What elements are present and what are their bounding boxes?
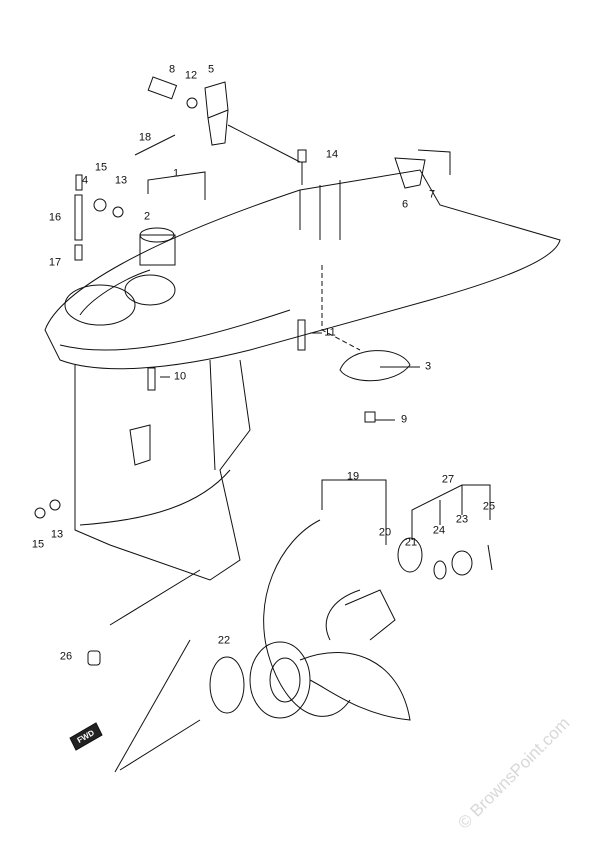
callout-1: 1 xyxy=(172,167,180,180)
small-parts xyxy=(34,76,493,714)
callout-4: 4 xyxy=(81,174,89,187)
callout-15b: 15 xyxy=(31,538,45,551)
callout-6: 6 xyxy=(401,198,409,211)
callout-15a: 15 xyxy=(94,161,108,174)
callout-24: 24 xyxy=(432,524,446,537)
propeller xyxy=(249,519,411,721)
callout-14: 14 xyxy=(325,148,339,161)
callout-22: 22 xyxy=(217,634,231,647)
callout-18: 18 xyxy=(138,131,152,144)
callout-17: 17 xyxy=(48,256,62,269)
callout-26: 26 xyxy=(59,650,73,663)
callout-20: 20 xyxy=(378,526,392,539)
callout-5: 5 xyxy=(207,63,215,76)
gear-case-housing xyxy=(44,169,561,581)
callout-16: 16 xyxy=(48,211,62,224)
callout-13b: 13 xyxy=(50,528,64,541)
callout-21: 21 xyxy=(404,536,418,549)
callout-9: 9 xyxy=(400,413,408,426)
callout-25: 25 xyxy=(482,500,496,513)
callout-12: 12 xyxy=(184,69,198,82)
leader-lines xyxy=(109,124,491,773)
callout-19: 19 xyxy=(346,470,360,483)
callout-23: 23 xyxy=(455,513,469,526)
callout-27: 27 xyxy=(441,473,455,486)
callout-10: 10 xyxy=(173,370,187,383)
callout-7: 7 xyxy=(428,188,436,201)
callout-11: 11 xyxy=(324,326,336,339)
callout-8: 8 xyxy=(168,63,176,76)
callout-3: 3 xyxy=(424,360,432,373)
forward-arrow-icon xyxy=(69,722,103,751)
callout-2: 2 xyxy=(143,210,151,223)
callout-13a: 13 xyxy=(114,174,128,187)
